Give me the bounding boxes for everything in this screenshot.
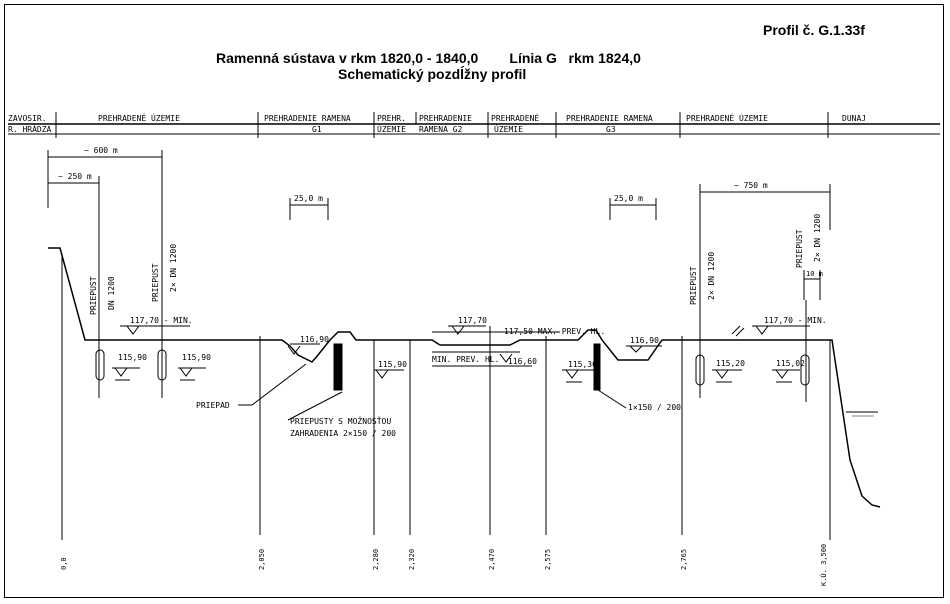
note-priepusty: ZAHRADENIA 2×150 / 200 (290, 429, 396, 438)
band-label: RAMENA G2 (419, 125, 463, 134)
level-label: 116,90 (630, 336, 659, 345)
level-label: 115,30 (568, 360, 597, 369)
station-label: 0,0 (60, 557, 68, 570)
band-label: ÚZEMIE (377, 123, 406, 134)
dim-label: ~ 600 m (84, 146, 118, 155)
band-label: PREHRADENÉ ÚZEMIE (686, 112, 768, 123)
note-pipe: 1×150 / 200 (628, 403, 681, 412)
band-label: PREHRADENÉ ÚZEMIE (98, 112, 180, 123)
note-priepusty: PRIEPUSTY S MOŽNOSŤOU (290, 415, 391, 426)
culvert-label: PRIEPUST (89, 276, 98, 315)
level-label: 117,70 - MIN. (130, 316, 193, 325)
band-label: G1 (312, 125, 322, 134)
band-label: PREHR. (377, 114, 406, 123)
dim-label: 25,0 m (614, 194, 643, 203)
culvert-label: PRIEPUST (689, 266, 698, 305)
station-label: 2,050 (258, 549, 266, 570)
level-label: 117,70 (458, 316, 487, 325)
dim-label: ~ 250 m (58, 172, 92, 181)
station-label: 2,320 (408, 549, 416, 570)
pipe-leader (598, 390, 626, 408)
terrain-profile (48, 248, 880, 507)
station-label: 2,765 (680, 549, 688, 570)
dim-label: 25,0 m (294, 194, 323, 203)
band-label: PREHRADENÉ (491, 112, 539, 123)
drawing-title: Ramenná sústava v rkm 1820,0 - 1840,0 Lí… (216, 50, 641, 66)
level-label: 116,60 (508, 357, 537, 366)
culvert-label: 2× DN 1200 (813, 214, 822, 262)
culvert-pipe (696, 355, 704, 385)
drawing-subtitle: Schematický pozdĺžny profil (338, 66, 527, 82)
culvert-label: 2× DN 1200 (169, 244, 178, 292)
level-label: 117,50 MAX. PREV. HL. (504, 327, 605, 336)
culvert-pipe (158, 350, 166, 380)
culvert-label: DN 1200 (107, 276, 116, 310)
culvert-label: 2× DN 1200 (707, 252, 716, 300)
priepad-leader (238, 364, 306, 405)
level-label: 115,90 (182, 353, 211, 362)
band-label: ÚZEMIE (494, 123, 523, 134)
note-priepad: PRIEPAD (196, 401, 230, 410)
culvert-pipe (801, 355, 809, 385)
level-label: 115,02 (776, 359, 805, 368)
dim-label: 10 m (806, 270, 823, 278)
station-label: K.Ú. 3,500 (819, 544, 828, 586)
priepusty-leader (288, 392, 342, 420)
level-label: 117,70 - MIN. (764, 316, 827, 325)
station-label: 2,575 (544, 549, 552, 570)
band-label: PREHRADENIE (419, 114, 472, 123)
culvert-label: PRIEPUST (151, 263, 160, 302)
profile-number: Profil č. G.1.33f (763, 22, 865, 38)
dim-label: ~ 750 m (734, 181, 768, 190)
culvert-label: PRIEPUST (795, 229, 804, 268)
station-label: 2,280 (372, 549, 380, 570)
culvert-g1 (334, 344, 342, 390)
level-label: MIN. PREV. HL. (432, 355, 499, 364)
band-label: R. HRÁDZA (8, 123, 52, 134)
band-label: G3 (606, 125, 616, 134)
band-label: PREHRADENIE RAMENA (566, 114, 653, 123)
band-label: ZAVOSIR. (8, 114, 47, 123)
culvert-pipe (96, 350, 104, 380)
level-label: 115,90 (118, 353, 147, 362)
level-label: 116,90 (300, 335, 329, 344)
band-label: DUNAJ (842, 114, 866, 123)
level-label: 115,20 (716, 359, 745, 368)
band-label: PREHRADENIE RAMENA (264, 114, 351, 123)
station-label: 2,470 (488, 549, 496, 570)
level-label: 115,90 (378, 360, 407, 369)
drawing-frame (4, 4, 944, 598)
culvert-g3 (594, 344, 600, 390)
